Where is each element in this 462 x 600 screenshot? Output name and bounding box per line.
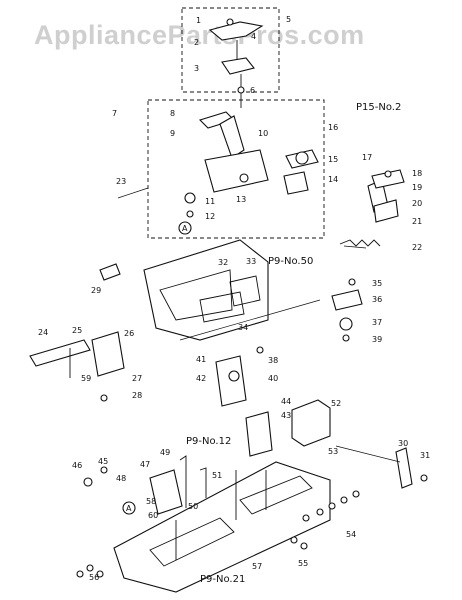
label-39: 39 (372, 335, 382, 344)
lower-plate-part (221, 57, 255, 75)
label-28: 28 (132, 391, 142, 400)
label-29: 29 (91, 286, 101, 295)
block-and-pin-group (291, 399, 428, 489)
label-12: 12 (205, 212, 215, 221)
label-52: 52 (331, 399, 341, 408)
right-upper-group (331, 278, 363, 342)
label-40: 40 (268, 374, 278, 383)
label-24: 24 (38, 328, 48, 337)
label-16: 16 (328, 123, 338, 132)
watermark: AppliancePartsPros.com (34, 20, 365, 50)
label-58: 58 (146, 497, 156, 506)
label-2: 2 (194, 38, 199, 47)
label-5: 5 (286, 15, 291, 24)
bracket-part (204, 149, 269, 193)
label-56: 56 (89, 573, 99, 582)
label-14: 14 (328, 175, 338, 184)
label-53: 53 (328, 447, 338, 456)
label-49: 49 (160, 448, 170, 457)
label-42: 42 (196, 374, 206, 383)
base-plate (113, 461, 331, 593)
label-3: 3 (194, 64, 199, 73)
label-18: 18 (412, 169, 422, 178)
label-7: 7 (112, 109, 117, 118)
label-44: 44 (281, 397, 291, 406)
screw-part (226, 18, 234, 26)
svg-text:A: A (126, 504, 132, 513)
leader-lines (117, 187, 401, 463)
block-part (291, 399, 331, 447)
label-47: 47 (140, 460, 150, 469)
ref-p9-no21: P9-No.21 (200, 574, 245, 585)
label-30: 30 (398, 439, 408, 448)
part-labels: 1 2 3 4 5 6 7 8 9 10 11 12 13 14 15 16 1… (38, 15, 430, 582)
label-32: 32 (218, 258, 228, 267)
label-55: 55 (298, 559, 308, 568)
upper-lever-part (208, 21, 264, 41)
callout-a-upper: A (178, 221, 192, 235)
label-51: 51 (212, 471, 222, 480)
middle-subassembly (147, 99, 325, 239)
lower-left-group (83, 455, 207, 515)
svg-text:A: A (182, 224, 188, 233)
label-22: 22 (412, 243, 422, 252)
label-38: 38 (268, 356, 278, 365)
label-54: 54 (346, 530, 356, 539)
ref-p9-no50: P9-No.50 (268, 256, 313, 267)
label-23: 23 (116, 177, 126, 186)
label-57: 57 (252, 562, 262, 571)
callout-a-lower: A (122, 501, 136, 515)
label-6: 6 (250, 86, 255, 95)
central-group (215, 346, 273, 457)
right-spring-group (339, 169, 405, 247)
label-10: 10 (258, 129, 268, 138)
label-34: 34 (238, 323, 248, 332)
label-20: 20 (412, 199, 422, 208)
label-4: 4 (251, 32, 256, 41)
label-1: 1 (196, 16, 201, 25)
label-25: 25 (72, 326, 82, 335)
label-48: 48 (116, 474, 126, 483)
label-45: 45 (98, 457, 108, 466)
clip-part (99, 263, 121, 281)
label-31: 31 (420, 451, 430, 460)
label-33: 33 (246, 257, 256, 266)
label-36: 36 (372, 295, 382, 304)
label-27: 27 (132, 374, 142, 383)
label-9: 9 (170, 129, 175, 138)
ref-p9-no12: P9-No.12 (186, 436, 231, 447)
label-46: 46 (72, 461, 82, 470)
top-subassembly (181, 7, 280, 108)
label-35: 35 (372, 279, 382, 288)
label-43: 43 (281, 411, 291, 420)
label-8: 8 (170, 109, 175, 118)
screw-group (76, 490, 360, 578)
frame-body (143, 239, 269, 341)
ref-p15-no2: P15-No.2 (356, 102, 401, 113)
left-lever-group (29, 263, 125, 402)
label-60: 60 (148, 511, 158, 520)
label-13: 13 (236, 195, 246, 204)
label-21: 21 (412, 217, 422, 226)
base-plate-outline (113, 461, 331, 593)
label-41: 41 (196, 355, 206, 364)
middle-subassembly-boundary (147, 99, 325, 239)
label-19: 19 (412, 183, 422, 192)
main-frame (143, 239, 269, 341)
label-59: 59 (81, 374, 91, 383)
long-lever-part (29, 339, 91, 367)
label-37: 37 (372, 318, 382, 327)
label-11: 11 (205, 197, 215, 206)
label-50: 50 (188, 502, 198, 511)
label-26: 26 (124, 329, 134, 338)
label-15: 15 (328, 155, 338, 164)
label-17: 17 (362, 153, 372, 162)
